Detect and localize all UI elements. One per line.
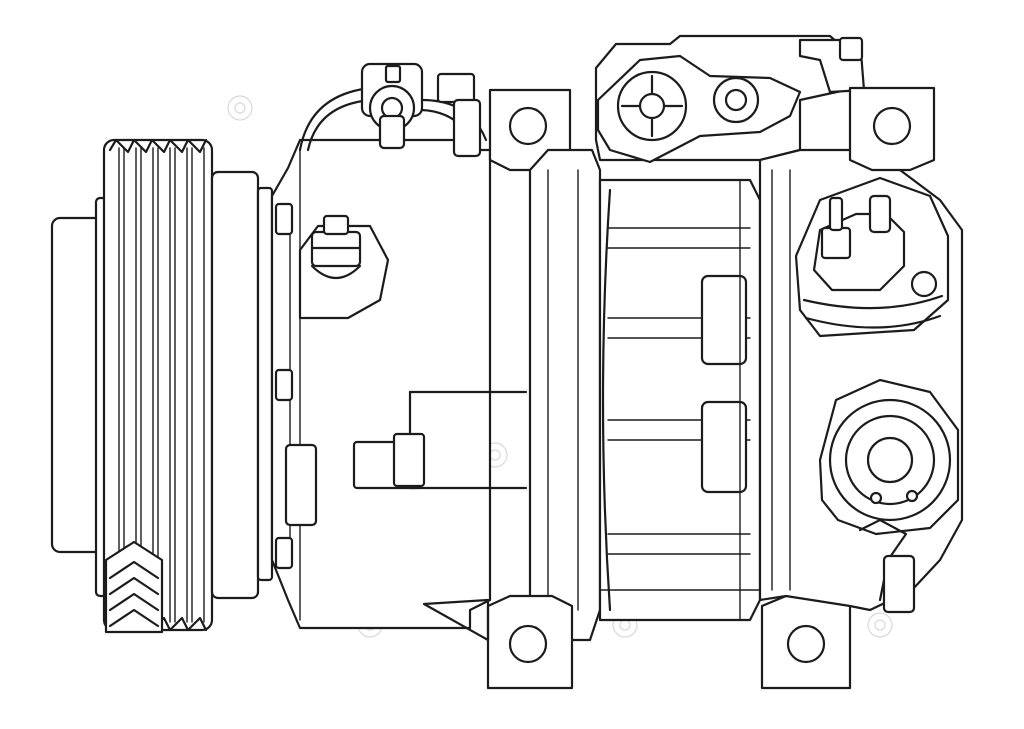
lower-left-mount-hole [508, 624, 548, 664]
lower-middle-mount-hole [786, 624, 826, 664]
watermark-logo [227, 95, 253, 121]
front-housing [270, 62, 528, 630]
boss-upper [700, 274, 748, 366]
clutch-plate [256, 186, 274, 582]
discharge-port [818, 378, 960, 614]
cylinder-block [422, 34, 866, 690]
pulley-section-cutout [104, 540, 164, 634]
rear-head [758, 86, 964, 614]
boss-lower [700, 400, 748, 494]
clutch-pulley [50, 138, 274, 634]
pulley-grooves [118, 147, 205, 623]
pressure-relief-valve [298, 214, 390, 320]
front-bolts [274, 202, 318, 570]
top-right-bracket [798, 36, 866, 94]
upper-right-mount-hole [872, 106, 912, 146]
electrical-connector [352, 390, 528, 490]
cylinder-shell [528, 148, 602, 642]
suction-port [794, 176, 950, 338]
harness-connector [360, 62, 482, 158]
upper-left-mount-hole [508, 106, 548, 146]
top-bolt-tab [596, 54, 802, 164]
pulley-top-ribs [108, 138, 208, 154]
watermark-logo [867, 612, 893, 638]
lower-left-brace [422, 598, 490, 642]
front-head-outline [270, 138, 492, 630]
pulley-back-flange [210, 170, 260, 600]
